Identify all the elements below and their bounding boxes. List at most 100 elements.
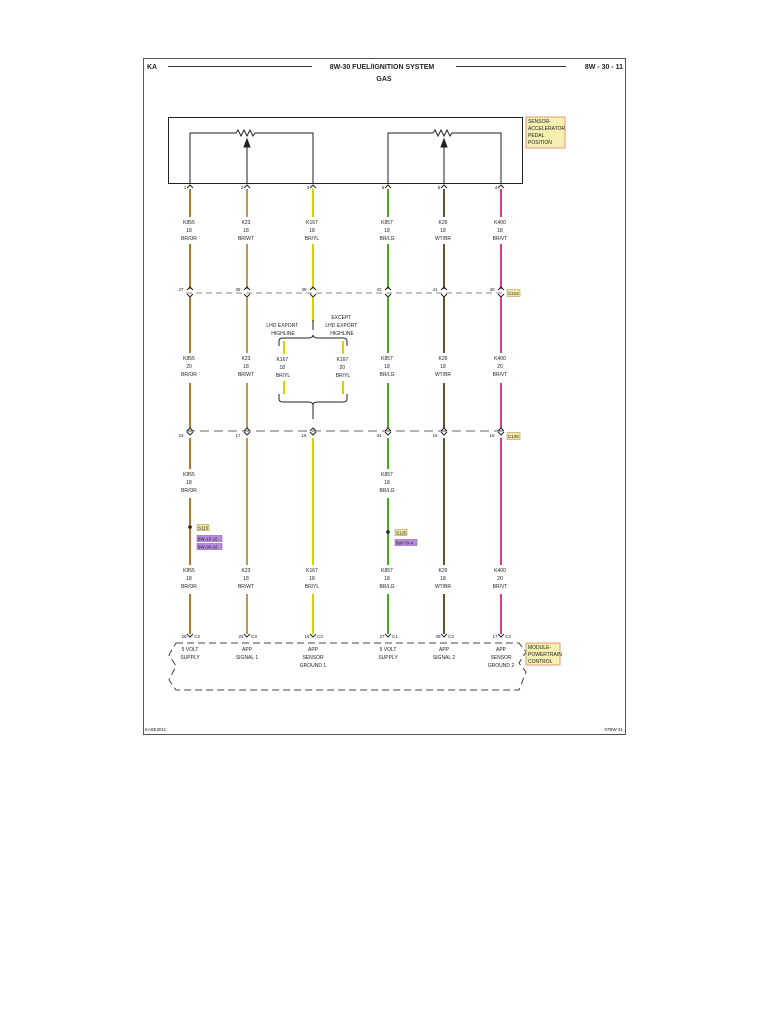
wire-2-code-b-1: 18 bbox=[243, 364, 249, 370]
wire-1-c2-pin: 33 bbox=[178, 433, 184, 438]
wire-1-code-a-0: K855 bbox=[183, 220, 195, 226]
wire-4-func-1: SUPPLY bbox=[378, 655, 398, 661]
wire-4-sensor-pin: 6 bbox=[382, 185, 385, 190]
wire-5-c2-top bbox=[440, 427, 448, 432]
wire-1-c2-bot bbox=[186, 431, 194, 436]
connector-tag-1: C212 bbox=[508, 291, 519, 296]
wire-1-code-a-2: BR/OR bbox=[181, 236, 197, 242]
splice-2-ref: 8W-70-4 bbox=[396, 541, 414, 546]
branch-label-except: EXCEPT LHD EXPORT HIGHLINE bbox=[325, 315, 358, 337]
wire-6-code-b-2: BR/VT bbox=[493, 372, 508, 378]
wire-4-code-b-1: 18 bbox=[384, 364, 390, 370]
wire-3-code-a-1: 18 bbox=[309, 228, 315, 234]
wire-5-code-a-2: WT/BR bbox=[435, 236, 451, 242]
wire-5-pcm-pin: 39 bbox=[435, 634, 441, 639]
wire-4-code-d-2: BR/LG bbox=[379, 584, 394, 590]
splice-1-ref-b-box bbox=[196, 543, 223, 550]
potentiometer-2 bbox=[387, 128, 502, 184]
wire-1-code-b-2: BR/OR bbox=[181, 372, 197, 378]
splice-2-ref-box bbox=[394, 539, 418, 546]
wire-6-sensor-pin: 4 bbox=[495, 185, 498, 190]
wire-2-code-d-0: K23 bbox=[242, 568, 251, 574]
wire-6-func-0: APP bbox=[496, 647, 507, 653]
splice-1-ref-b: 8W-30-16 bbox=[198, 545, 218, 550]
wire-6-c2-top bbox=[497, 427, 505, 432]
potentiometer-1 bbox=[189, 128, 314, 184]
wire-6-code-b-1: 20 bbox=[497, 364, 503, 370]
wire-2-func-0: APP bbox=[242, 647, 253, 653]
wire-2-pcm-terminal bbox=[243, 633, 251, 638]
wire-4-pcm-terminal bbox=[384, 633, 392, 638]
splice-1-tag: S115 bbox=[198, 526, 209, 531]
wire-2-pcm-conn: C3 bbox=[251, 634, 257, 639]
wire-3-c2-pin: 18 bbox=[301, 433, 307, 438]
wire-4-c1-pin: 42 bbox=[376, 287, 382, 292]
wire-2-c2-top bbox=[243, 427, 251, 432]
footer-right: 07BW-31 bbox=[604, 727, 623, 732]
wire-3-func-0: APP bbox=[308, 647, 319, 653]
splice-2-tag-box bbox=[394, 529, 408, 536]
wire-5-c2-bot bbox=[440, 431, 448, 436]
wire-4-code-a-0: K857 bbox=[381, 220, 393, 226]
wire-3-func-2: GROUND 1 bbox=[300, 663, 327, 669]
footer-left: KA8E3011 bbox=[145, 727, 167, 732]
wire-3-code-a-2: BR/YL bbox=[305, 236, 320, 242]
wire-3-code-d-0: K167 bbox=[306, 568, 318, 574]
wire-1-func-1: SUPPLY bbox=[180, 655, 200, 661]
wire-3-func-1: SENSOR bbox=[302, 655, 324, 661]
wire-2-c1-top bbox=[243, 286, 251, 291]
wire-2-func-1: SIGNAL 1 bbox=[236, 655, 259, 661]
wire-4-code-c-0: K857 bbox=[381, 472, 393, 478]
wire-1-code-d-2: BR/OR bbox=[181, 584, 197, 590]
wire-5-code-d-0: K29 bbox=[439, 568, 448, 574]
wire-6-c2-pin: 16 bbox=[489, 433, 495, 438]
wire-1-code-c-0: K855 bbox=[183, 472, 195, 478]
wire-1: 1K85518BR/OR27K85520BR/OR33K85518BR/ORK8… bbox=[178, 184, 200, 661]
pcm-label-box bbox=[525, 642, 561, 666]
wire-6-c1-top bbox=[497, 286, 505, 291]
wire-2-c2-bot bbox=[243, 431, 251, 436]
branch-label-lhd: LHD EXPORT HIGHLINE bbox=[266, 323, 299, 337]
connector-tag-1-box bbox=[506, 289, 521, 297]
wire-6-sensor-terminal bbox=[497, 184, 505, 189]
wire-3-code-d-2: BR/YL bbox=[305, 584, 320, 590]
wire-4-code-d-0: K857 bbox=[381, 568, 393, 574]
wire-1-pcm-terminal bbox=[186, 633, 194, 638]
k167-branch-right-code: K167 20 BR/YL bbox=[336, 357, 351, 379]
wire-6: 4K40018BR/VT40K40020BR/VT16K40020BR/VT17… bbox=[488, 184, 514, 669]
wire-4-c2-top bbox=[384, 427, 392, 432]
wire-1-pcm-pin: 29 bbox=[181, 634, 187, 639]
header-left: KA bbox=[147, 64, 157, 71]
wire-2-c2-pin: 17 bbox=[235, 433, 241, 438]
wire-5-c2-pin: 15 bbox=[432, 433, 438, 438]
wire-6-code-d-1: 20 bbox=[497, 576, 503, 582]
wire-1-code-b-0: K855 bbox=[183, 356, 195, 362]
wire-1-code-d-1: 18 bbox=[186, 576, 192, 582]
wire-5-code-d-2: WT/BR bbox=[435, 584, 451, 590]
wire-1-code-a-1: 18 bbox=[186, 228, 192, 234]
pcm-label: MODULE- POWERTRAIN CONTROL bbox=[528, 645, 563, 665]
sensor-label: SENSOR- ACCELERATOR PEDAL POSITION bbox=[528, 119, 566, 146]
wire-1-c2-top bbox=[186, 427, 194, 432]
wire-1-pcm-conn: C3 bbox=[194, 634, 200, 639]
wire-5-code-a-0: K29 bbox=[439, 220, 448, 226]
wire-3-code-a-0: K167 bbox=[306, 220, 318, 226]
wire-3-code-d-1: 18 bbox=[309, 576, 315, 582]
wire-3-pcm-terminal bbox=[309, 633, 317, 638]
wire-1-sensor-terminal bbox=[186, 184, 194, 189]
wire-5-pcm-conn: C3 bbox=[448, 634, 454, 639]
wire-3-sensor-pin: 3 bbox=[307, 185, 310, 190]
wire-2-code-d-1: 18 bbox=[243, 576, 249, 582]
splice-2 bbox=[386, 530, 390, 534]
header-page: 8W - 30 - 11 bbox=[585, 64, 623, 71]
wires: 1K85518BR/OR27K85520BR/OR33K85518BR/ORK8… bbox=[178, 184, 514, 669]
header-subtitle: GAS bbox=[376, 76, 392, 83]
wire-1-code-c-2: BR/OR bbox=[181, 488, 197, 494]
wire-5-sensor-terminal bbox=[440, 184, 448, 189]
wire-4-sensor-terminal bbox=[384, 184, 392, 189]
wire-6-code-a-2: BR/VT bbox=[493, 236, 508, 242]
wire-1-sensor-pin: 1 bbox=[184, 185, 187, 190]
wire-4-code-b-0: K857 bbox=[381, 356, 393, 362]
splice-1-ref-a-box bbox=[196, 535, 223, 542]
